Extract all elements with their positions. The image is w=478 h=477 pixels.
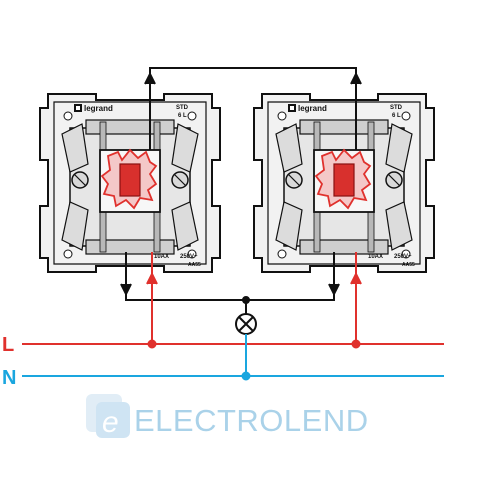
brand-label: legrand <box>84 104 113 113</box>
legrand-logo-icon <box>74 104 82 112</box>
model-label-2: 6 L <box>178 113 187 119</box>
legrand-logo-icon <box>288 104 296 112</box>
model-label-1: STD <box>176 105 189 111</box>
rating-label: 10AX <box>154 254 169 260</box>
voltage-label: 250V~ <box>180 254 198 260</box>
code-label: AA55 <box>402 262 415 268</box>
watermark: e ELECTROLEND <box>86 394 369 439</box>
model-label-1: STD <box>390 105 403 111</box>
lamp-icon <box>236 314 256 334</box>
rating-label: 10AX <box>368 254 383 260</box>
switch-2: legrand STD 6 L 10AX 250V~ AA55 <box>254 94 434 272</box>
line-label: L <box>2 334 14 356</box>
watermark-letter: e <box>102 406 119 439</box>
neutral-label: N <box>2 367 16 389</box>
neutral-wire <box>22 334 444 380</box>
code-label: AA55 <box>188 262 201 268</box>
watermark-text: ELECTROLEND <box>134 403 369 438</box>
model-label-2: 6 L <box>392 113 401 119</box>
switch-1: legrand STD 6 L 10AX 250V~ AA55 <box>40 94 220 272</box>
voltage-label: 250V~ <box>394 254 412 260</box>
brand-label: legrand <box>298 104 327 113</box>
